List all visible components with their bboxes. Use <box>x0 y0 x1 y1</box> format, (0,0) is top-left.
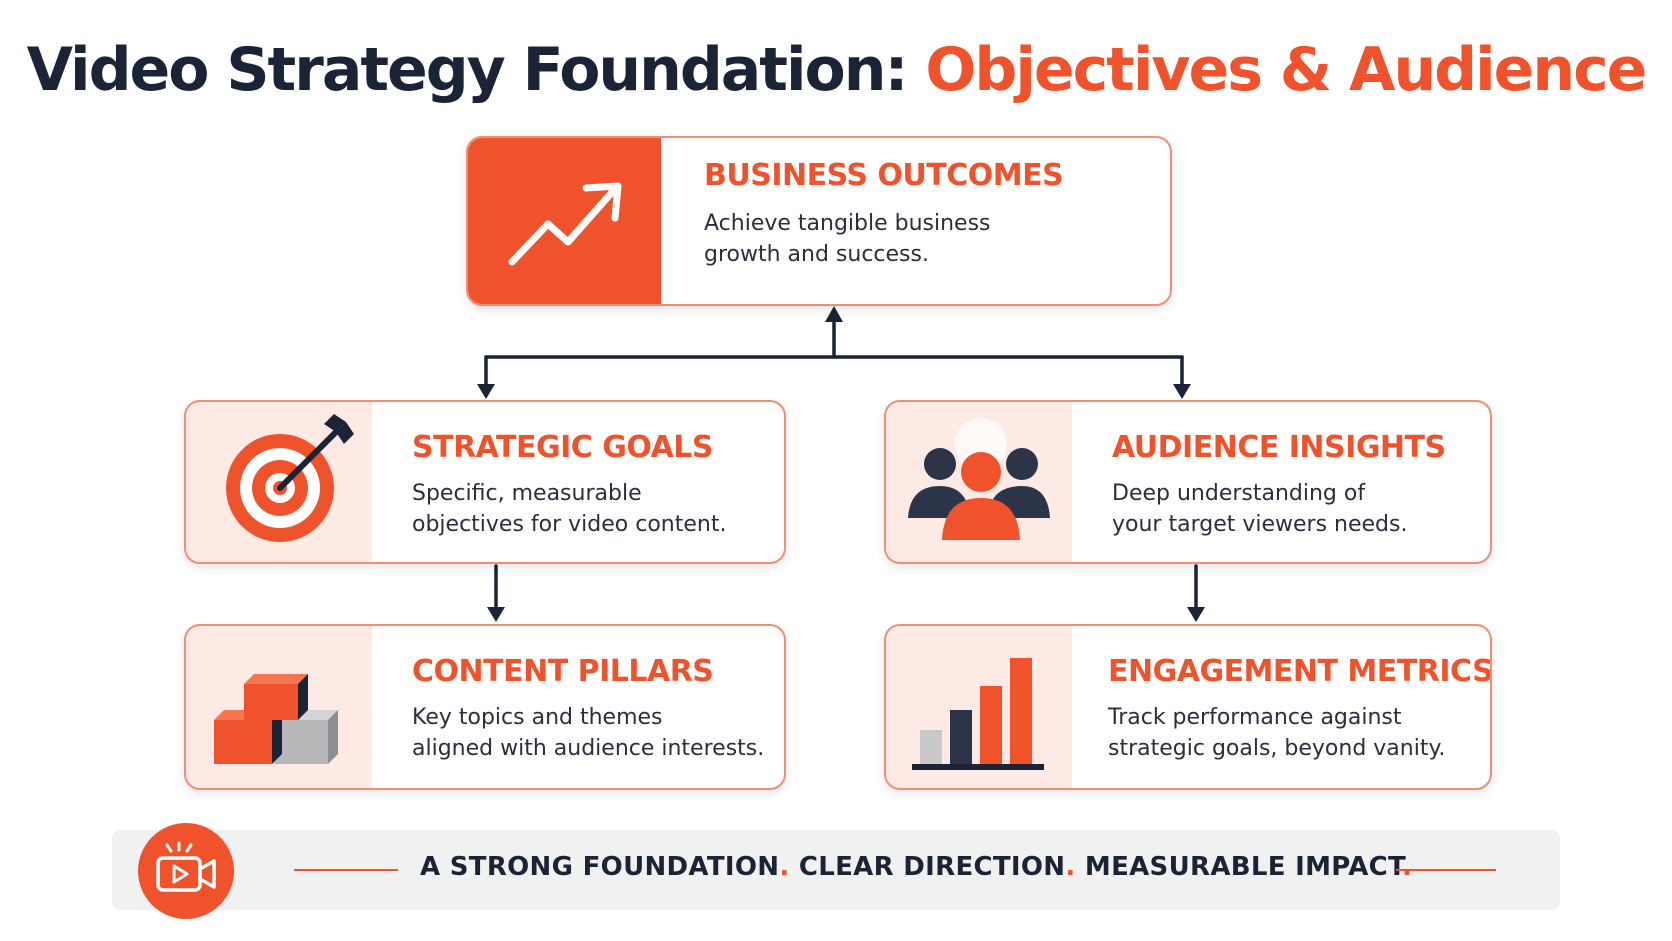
audience-insights-description: Deep understanding of your target viewer… <box>1112 481 1408 537</box>
audience-insights-title: AUDIENCE INSIGHTS <box>1112 430 1446 465</box>
title-part-1: Video Strategy Foundation: <box>26 35 926 105</box>
engagement-metrics-icon-panel <box>886 626 1072 788</box>
footer-tagline: A STRONG FOUNDATION. CLEAR DIRECTION. ME… <box>420 852 1412 882</box>
footer-line-right <box>1396 869 1496 871</box>
strategic-goals-card: STRATEGIC GOALS Specific, measurable obj… <box>184 400 786 564</box>
content-pillars-card: CONTENT PILLARS Key topics and themes al… <box>184 624 786 790</box>
content-pillars-icon-panel <box>186 626 372 788</box>
bar-chart-icon <box>912 658 1044 770</box>
footer-line-left <box>294 869 398 871</box>
page-title: Video Strategy Foundation: Objectives & … <box>0 30 1672 110</box>
audience-insights-icon-panel <box>886 402 1072 562</box>
footer-phrase-1: A STRONG FOUNDATION <box>420 852 780 882</box>
engagement-metrics-description: Track performance against strategic goal… <box>1108 705 1446 761</box>
video-camera-icon <box>156 841 216 892</box>
footer-separator-3: . <box>1402 852 1413 882</box>
strategic-goals-title: STRATEGIC GOALS <box>412 430 714 465</box>
content-pillars-description: Key topics and themes aligned with audie… <box>412 705 765 761</box>
target-arrow-icon <box>226 414 354 542</box>
blocks-icon <box>214 674 338 764</box>
footer-icon-circle <box>138 823 234 919</box>
engagement-metrics-card: ENGAGEMENT METRICS Track performance aga… <box>884 624 1492 790</box>
business-outcomes-title: BUSINESS OUTCOMES <box>704 158 1064 193</box>
footer-phrase-2: CLEAR DIRECTION <box>798 852 1066 882</box>
engagement-metrics-title: ENGAGEMENT METRICS <box>1108 654 1492 689</box>
business-outcomes-description: Achieve tangible business growth and suc… <box>704 211 991 267</box>
business-outcomes-icon-panel <box>468 138 661 304</box>
business-outcomes-card: BUSINESS OUTCOMES Achieve tangible busin… <box>466 136 1172 306</box>
content-pillars-title: CONTENT PILLARS <box>412 654 714 689</box>
strategic-goals-description: Specific, measurable objectives for vide… <box>412 481 727 537</box>
footer-phrase-3: MEASURABLE IMPACT <box>1084 852 1403 882</box>
title-part-2: Objectives & Audience <box>925 35 1647 105</box>
footer-separator-1: . <box>779 852 790 882</box>
trending-up-arrow-icon <box>508 182 622 266</box>
people-group-icon <box>908 418 1050 540</box>
audience-insights-card: AUDIENCE INSIGHTS Deep understanding of … <box>884 400 1492 564</box>
strategic-goals-icon-panel <box>186 402 372 562</box>
footer-separator-2: . <box>1065 852 1076 882</box>
